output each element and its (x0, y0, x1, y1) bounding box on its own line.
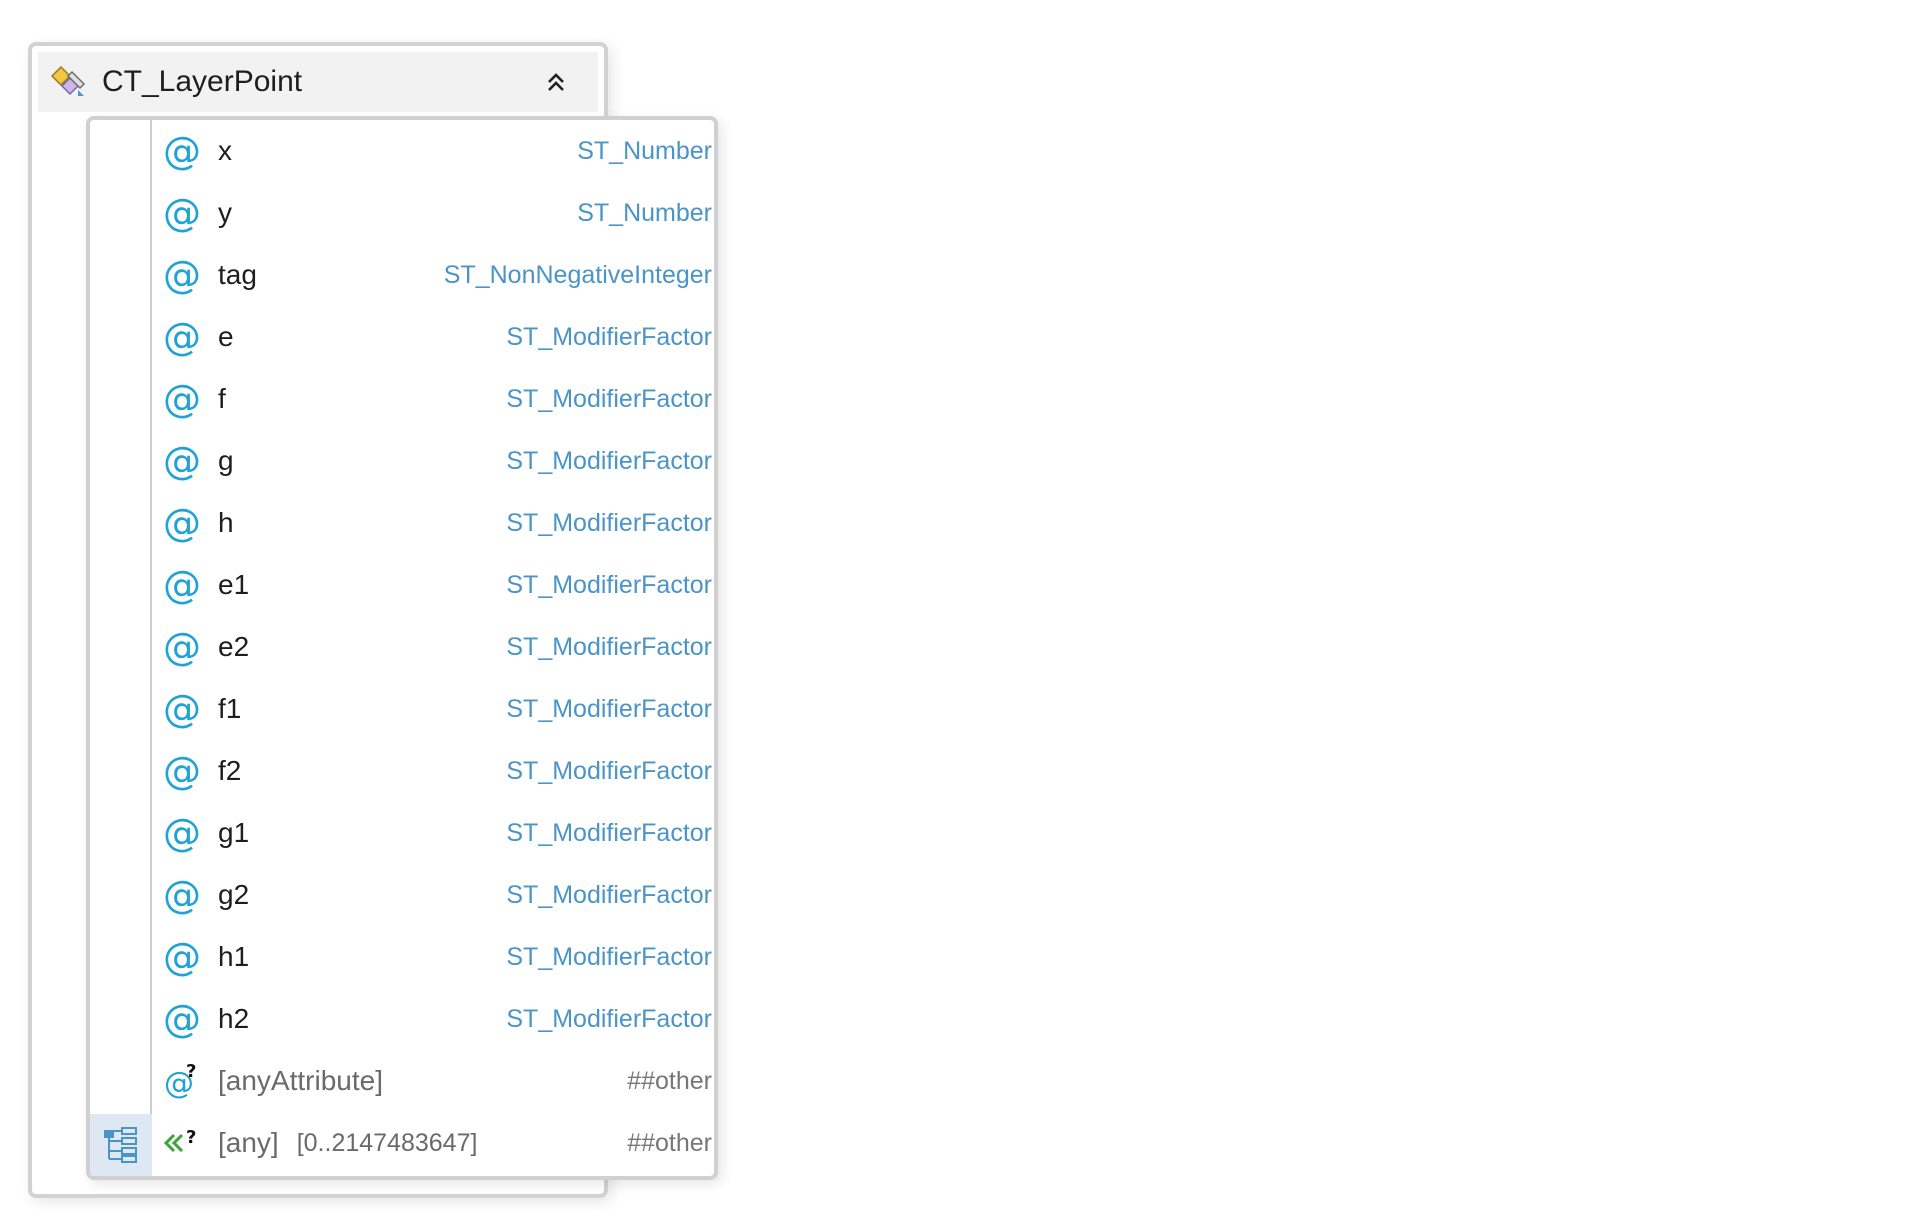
attribute-icon: @ (163, 873, 201, 917)
attribute-icon: @ (163, 501, 201, 545)
attribute-row[interactable]: @ f ST_ModifierFactor (162, 368, 712, 430)
attribute-icon: @ (163, 687, 201, 731)
attribute-type: ST_ModifierFactor (506, 756, 712, 785)
attribute-name: e (218, 321, 234, 352)
attribute-icon: @ (163, 377, 201, 421)
attribute-row[interactable]: @ h1 ST_ModifierFactor (162, 926, 712, 988)
attribute-type: ST_ModifierFactor (506, 632, 712, 661)
attribute-type: ST_Number (577, 198, 712, 227)
attribute-type: ST_ModifierFactor (506, 508, 712, 537)
attribute-name: x (218, 135, 232, 166)
any-element-namespace: ##other (627, 1128, 712, 1157)
any-element-name: [any] (218, 1127, 279, 1158)
attribute-type: ST_NonNegativeInteger (443, 260, 712, 289)
attribute-row[interactable]: @ e1 ST_ModifierFactor (162, 554, 712, 616)
attribute-icon: @ (163, 315, 201, 359)
attribute-name: y (218, 197, 232, 228)
attribute-icon: @ (163, 563, 201, 607)
attribute-row[interactable]: @ y ST_Number (162, 182, 712, 244)
attribute-type: ST_Number (577, 136, 712, 165)
sequence-button[interactable] (90, 1114, 152, 1176)
any-attribute-icon: @ ? (162, 1061, 202, 1101)
attribute-name: e2 (218, 631, 250, 662)
sequence-gutter (90, 120, 152, 1176)
attribute-row[interactable]: @ x ST_Number (162, 120, 712, 182)
attribute-name: g1 (218, 817, 250, 848)
attribute-icon: @ (163, 191, 201, 235)
sequence-tree-icon (104, 1127, 137, 1163)
attribute-row[interactable]: @ g2 ST_ModifierFactor (162, 864, 712, 926)
attribute-icon: @ (163, 935, 201, 979)
svg-text:@: @ (164, 1066, 194, 1101)
attribute-name: h1 (218, 941, 250, 972)
any-attribute-namespace: ##other (627, 1066, 712, 1095)
attribute-name: f1 (218, 693, 242, 724)
attribute-type: ST_ModifierFactor (506, 942, 712, 971)
attribute-row[interactable]: @ h ST_ModifierFactor (162, 492, 712, 554)
attribute-name: e1 (218, 569, 250, 600)
attribute-type: ST_ModifierFactor (506, 384, 712, 413)
attribute-row[interactable]: @ f1 ST_ModifierFactor (162, 678, 712, 740)
attribute-icon: @ (163, 811, 201, 855)
attribute-name: g2 (218, 879, 250, 910)
attribute-icon: @ (163, 997, 201, 1041)
svg-text:?: ? (186, 1061, 196, 1082)
attribute-name: h2 (218, 1003, 250, 1034)
svg-text:?: ? (186, 1127, 196, 1148)
complex-type-header: CT_LayerPoint (38, 52, 598, 112)
complex-type-title: CT_LayerPoint (102, 65, 303, 98)
attributes-panel: @ x ST_Number @ y ST_Number @ tag ST_Non… (86, 116, 718, 1180)
any-attribute-row[interactable]: @ ? [anyAttribute] ##other (162, 1050, 712, 1112)
attribute-type: ST_ModifierFactor (506, 322, 712, 351)
attribute-name: f2 (218, 755, 242, 786)
attribute-type: ST_ModifierFactor (506, 880, 712, 909)
attribute-name: tag (218, 259, 257, 290)
attribute-type: ST_ModifierFactor (506, 1004, 712, 1033)
attribute-name: f (218, 383, 226, 414)
any-element-icon: ? (162, 1123, 202, 1163)
attribute-icon: @ (163, 439, 201, 483)
chevron-double-up-icon (548, 73, 564, 91)
collapse-button[interactable] (536, 62, 576, 102)
attribute-icon: @ (163, 749, 201, 793)
attribute-row[interactable]: @ tag ST_NonNegativeInteger (162, 244, 712, 306)
attribute-row[interactable]: @ g ST_ModifierFactor (162, 430, 712, 492)
attribute-name: h (218, 507, 234, 538)
attribute-row[interactable]: @ h2 ST_ModifierFactor (162, 988, 712, 1050)
any-element-occurs: [0..2147483647] (296, 1128, 478, 1157)
attribute-row[interactable]: @ f2 ST_ModifierFactor (162, 740, 712, 802)
attribute-icon: @ (163, 129, 201, 173)
attribute-type: ST_ModifierFactor (506, 694, 712, 723)
attribute-icon: @ (163, 253, 201, 297)
attribute-icon: @ (163, 625, 201, 669)
attribute-type: ST_ModifierFactor (506, 818, 712, 847)
attribute-row[interactable]: @ g1 ST_ModifierFactor (162, 802, 712, 864)
attribute-row[interactable]: @ e ST_ModifierFactor (162, 306, 712, 368)
attribute-type: ST_ModifierFactor (506, 570, 712, 599)
any-element-row[interactable]: ? [any] [0..2147483647] ##other (162, 1112, 712, 1174)
attribute-name: g (218, 445, 234, 476)
any-attribute-name: [anyAttribute] (218, 1065, 383, 1096)
attribute-row[interactable]: @ e2 ST_ModifierFactor (162, 616, 712, 678)
complex-type-icon (48, 62, 88, 102)
attribute-type: ST_ModifierFactor (506, 446, 712, 475)
